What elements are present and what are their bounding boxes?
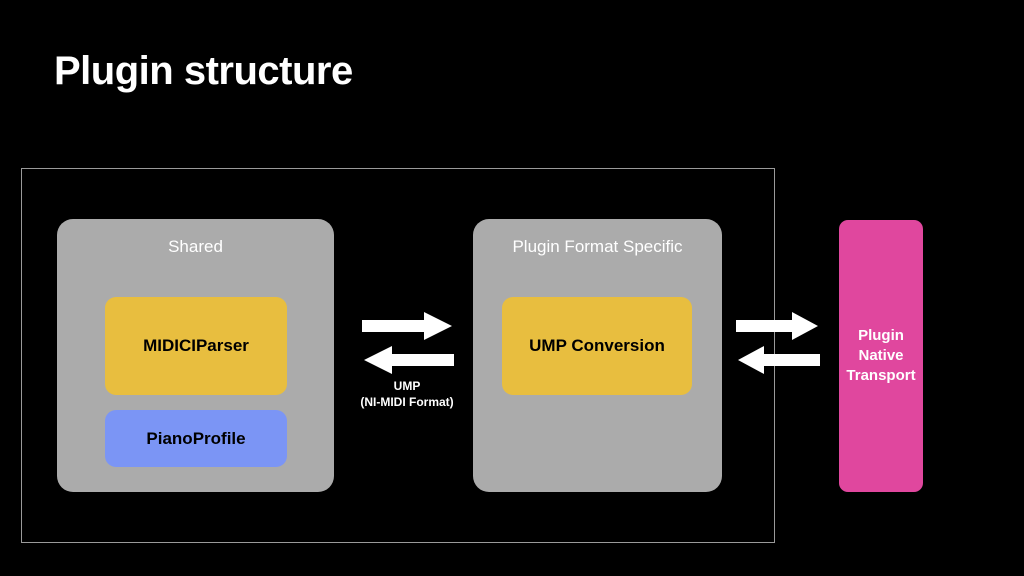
connection-label-ump-line2: (NI-MIDI Format): [360, 395, 454, 410]
group-box-plugin-format-specific: Plugin Format Specific UMP Conversion: [473, 219, 722, 492]
component-pianoprofile[interactable]: PianoProfile: [105, 410, 287, 467]
bidirectional-arrow-icon: [362, 312, 454, 374]
component-midiciparser[interactable]: MIDICIParser: [105, 297, 287, 395]
transport-label-line1: Plugin: [858, 327, 904, 345]
connection-label-ump: UMP (NI-MIDI Format): [337, 378, 477, 410]
component-ump-conversion[interactable]: UMP Conversion: [502, 297, 692, 395]
plugin-native-transport-box[interactable]: Plugin Native Transport: [839, 220, 923, 492]
group-box-shared: Shared MIDICIParser PianoProfile: [57, 219, 334, 492]
connection-arrows-format-to-transport: [736, 312, 820, 374]
page-title: Plugin structure: [54, 49, 353, 93]
connection-arrows-shared-to-format: [362, 312, 454, 374]
transport-label-line3: Transport: [846, 366, 916, 384]
connection-label-ump-line1: UMP: [393, 379, 421, 393]
group-title-shared: Shared: [168, 237, 223, 256]
transport-label-line2: Native: [858, 347, 904, 365]
bidirectional-arrow-icon: [736, 312, 820, 374]
group-title-plugin-format-specific: Plugin Format Specific: [512, 237, 683, 256]
